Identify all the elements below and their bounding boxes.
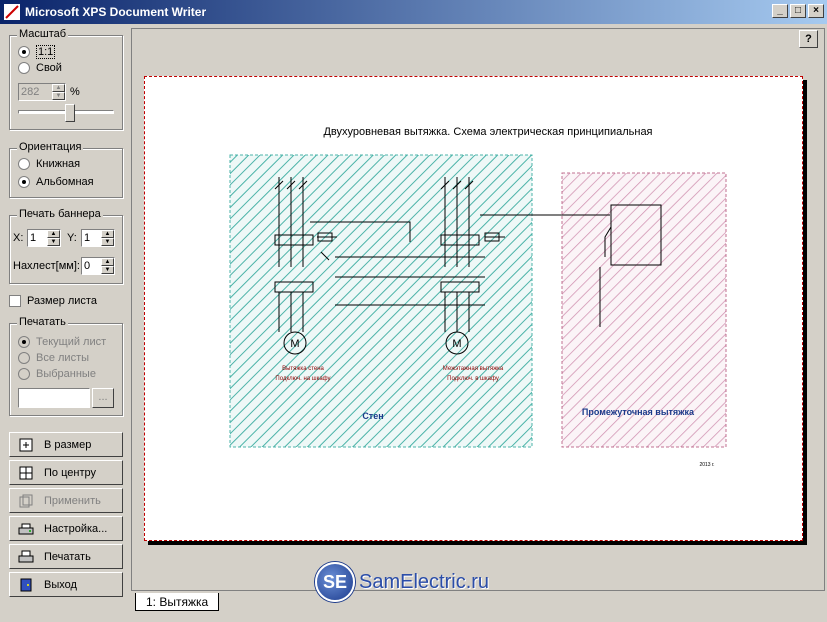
- exit-button[interactable]: Выход: [9, 572, 123, 597]
- selected-sheets-label: Выбранные: [36, 368, 96, 380]
- scale-slider[interactable]: [18, 104, 114, 122]
- drawing-stamp: 2013 г.: [699, 462, 714, 468]
- banner-group-title: Печать баннера: [17, 208, 103, 220]
- help-button[interactable]: ?: [799, 30, 818, 48]
- watermark-text: SamElectric.ru: [359, 570, 490, 593]
- orientation-group: Ориентация: [9, 141, 123, 198]
- zone-intermediate-label: Промежуточная вытяжка: [582, 407, 695, 417]
- center-label: По центру: [44, 466, 96, 479]
- motor1-label-2: Подключ. на шкафу: [275, 376, 330, 382]
- all-sheets-label: Все листы: [36, 352, 90, 364]
- drawing-title: Двухуровневая вытяжка. Схема электрическ…: [323, 126, 652, 138]
- center-button[interactable]: По центру: [9, 460, 123, 485]
- print-button[interactable]: Печатать: [9, 544, 123, 569]
- motor1-label-1: Вытяжка стена: [282, 366, 324, 372]
- print-range-group: Печатать: [9, 316, 123, 416]
- current-sheet-label: Текущий лист: [36, 336, 107, 348]
- radio-unselected: [18, 352, 30, 364]
- scale-custom-label: Свой: [36, 62, 62, 74]
- zone-wall-label: Стен: [362, 411, 383, 421]
- sheet-size-label: Размер листа: [27, 295, 97, 307]
- orientation-group-title: Ориентация: [17, 141, 84, 153]
- portrait-label: Книжная: [36, 158, 81, 170]
- apply-icon: [18, 493, 34, 509]
- radio-unselected: [18, 62, 30, 74]
- sheet-size-checkbox[interactable]: [9, 295, 21, 307]
- setup-label: Настройка...: [44, 522, 108, 535]
- landscape-label: Альбомная: [36, 176, 94, 188]
- banner-overlap-spinner[interactable]: 0 ▲▼: [81, 257, 115, 275]
- center-icon: [18, 465, 34, 481]
- close-button[interactable]: ×: [808, 4, 824, 18]
- scale-percent-value: 282: [21, 86, 40, 98]
- radio-selected: [18, 176, 30, 188]
- zone-intermediate: [561, 172, 727, 448]
- radio-unselected: [18, 158, 30, 170]
- banner-overlap-value: 0: [84, 260, 91, 272]
- exit-door-icon: [18, 577, 34, 593]
- printer-icon: [18, 549, 34, 565]
- minimize-button[interactable]: _: [772, 4, 788, 18]
- current-sheet-radio[interactable]: Текущий лист: [18, 336, 106, 348]
- landscape-radio[interactable]: Альбомная: [18, 176, 94, 188]
- motor2-label-2: Подключ. в шкафу: [447, 376, 499, 382]
- all-sheets-radio[interactable]: Все листы: [18, 352, 89, 364]
- spinner-arrows-icon[interactable]: ▲▼: [47, 230, 60, 246]
- banner-y-value: 1: [84, 232, 91, 244]
- schematic-drawing: Двухуровневая вытяжка. Схема электрическ…: [229, 126, 727, 468]
- banner-group: Печать баннера: [9, 208, 123, 284]
- zone-wall: [229, 154, 533, 448]
- banner-x-value: 1: [30, 232, 37, 244]
- banner-x-spinner[interactable]: 1 ▲▼: [27, 229, 61, 247]
- title-bar: Microsoft XPS Document Writer _ □ ×: [0, 0, 827, 24]
- samelectric-logo: SE: [315, 562, 355, 602]
- print-range-title: Печатать: [17, 316, 68, 328]
- banner-x-label: X:: [13, 232, 24, 244]
- scale-percent-spinner[interactable]: 282 ▲▼: [18, 83, 66, 101]
- fit-button[interactable]: В размер: [9, 432, 123, 457]
- banner-y-label: Y:: [67, 232, 77, 244]
- percent-label: %: [70, 86, 80, 98]
- tab-sheet-1[interactable]: 1: Вытяжка: [135, 593, 220, 611]
- sheet-preview: Двухуровневая вытяжка. Схема электрическ…: [144, 76, 803, 541]
- motor2-label-1: Межэтажная вытяжка: [443, 366, 504, 372]
- spinner-arrows-icon[interactable]: ▲▼: [101, 258, 114, 274]
- watermark: SE SamElectric.ru: [315, 562, 489, 602]
- spinner-arrows-icon[interactable]: ▲▼: [101, 230, 114, 246]
- scale-1-1-label: 1:1: [36, 45, 56, 59]
- slider-thumb[interactable]: [65, 104, 75, 122]
- printer-setup-icon: [18, 521, 34, 537]
- radio-selected: [18, 336, 30, 348]
- spinner-arrows-icon[interactable]: ▲▼: [52, 84, 65, 100]
- setup-button[interactable]: Настройка...: [9, 516, 123, 541]
- apply-button[interactable]: Применить: [9, 488, 123, 513]
- browse-sheets-button[interactable]: ...: [92, 388, 114, 408]
- apply-label: Применить: [44, 494, 101, 507]
- motor1-symbol: M: [290, 338, 299, 350]
- fit-icon: [18, 437, 34, 453]
- selected-sheets-input[interactable]: [18, 388, 90, 408]
- exit-label: Выход: [44, 578, 77, 591]
- banner-overlap-label: Нахлест[мм]:: [13, 260, 80, 272]
- print-label: Печатать: [44, 550, 91, 563]
- scale-group: Масштаб: [9, 28, 123, 130]
- radio-unselected: [18, 368, 30, 380]
- banner-y-spinner[interactable]: 1 ▲▼: [81, 229, 115, 247]
- portrait-radio[interactable]: Книжная: [18, 158, 80, 170]
- window-title: Microsoft XPS Document Writer: [25, 5, 207, 19]
- scale-group-title: Масштаб: [17, 28, 69, 40]
- scale-custom-radio[interactable]: Свой: [18, 62, 62, 74]
- motor2-symbol: M: [452, 338, 461, 350]
- radio-selected: [18, 46, 30, 58]
- maximize-button[interactable]: □: [790, 4, 806, 18]
- app-icon: [4, 4, 20, 20]
- selected-sheets-radio[interactable]: Выбранные: [18, 368, 96, 380]
- fit-label: В размер: [44, 438, 92, 451]
- sheet-tabs: 1: Вытяжка: [131, 591, 825, 621]
- scale-1-1-radio[interactable]: 1:1: [18, 45, 56, 59]
